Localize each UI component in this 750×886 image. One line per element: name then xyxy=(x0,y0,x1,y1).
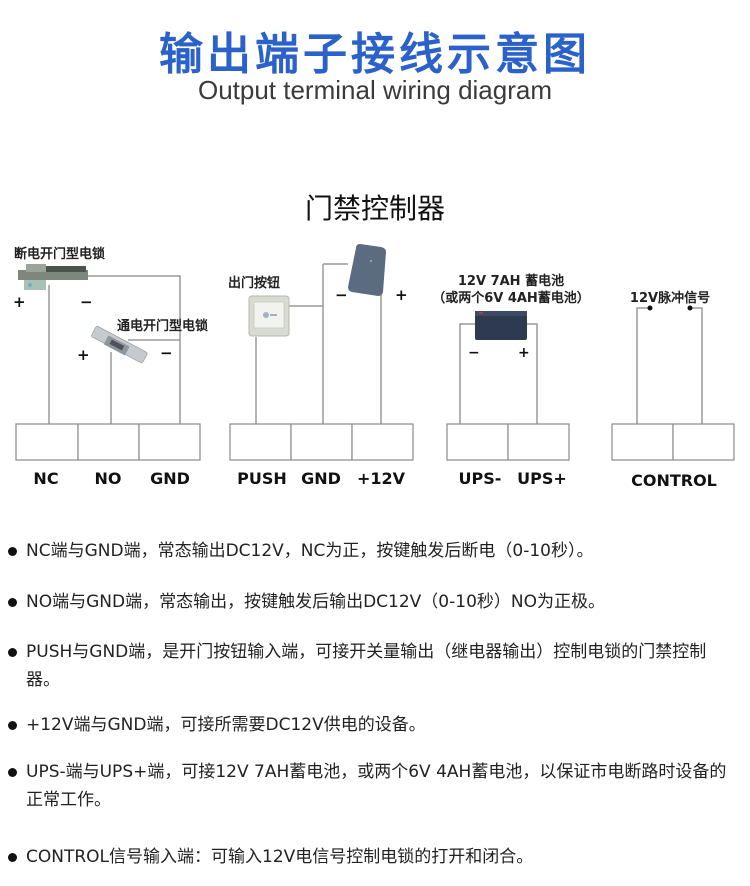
battery-icon xyxy=(475,311,527,340)
terminal-ups-plus: UPS+ xyxy=(517,469,567,488)
description-item: UPS-端与UPS+端，可接12V 7AH蓄电池，或两个6V 4AH蓄电池，以保… xyxy=(8,758,728,814)
bullet-icon xyxy=(8,853,17,862)
description-text: CONTROL信号输入端：可输入12V电信号控制电锁的打开和闭合。 xyxy=(26,847,534,867)
terminal-gnd-lock: GND xyxy=(150,469,190,488)
terminal-push: PUSH xyxy=(237,469,287,488)
description-text: +12V端与GND端，可接所需要DC12V供电的设备。 xyxy=(26,715,426,735)
wiring-diagram: 门禁控制器 断电开门型电锁 + − 通电开门型电锁 + − NC NO GND xyxy=(13,192,735,490)
lock-group-wires xyxy=(48,275,181,424)
card-reader-icon xyxy=(348,244,386,296)
wire-ups-plus xyxy=(527,323,538,424)
description-item: +12V端与GND端，可接所需要DC12V供电的设备。 xyxy=(8,711,748,739)
reader-minus-label: − xyxy=(335,286,348,304)
bullet-icon xyxy=(8,547,17,556)
exit-button-label: 出门按钮 xyxy=(228,275,280,291)
terminal-12v: +12V xyxy=(357,469,406,488)
ups-wires xyxy=(459,323,538,424)
wire-failsafe-minus xyxy=(88,275,181,424)
terminal-block-control xyxy=(611,423,735,461)
bullet-icon xyxy=(8,648,17,657)
wire-control-right xyxy=(690,307,703,424)
wire-control-left xyxy=(636,307,650,424)
control-wires xyxy=(636,307,703,424)
terminal-block-ups xyxy=(446,423,570,461)
terminal-nc: NC xyxy=(33,469,58,488)
reader-plus-label: + xyxy=(395,286,408,304)
terminal-no: NO xyxy=(95,469,122,488)
description-text: PUSH与GND端，是开门按钮输入端，可接开关量输出（继电器输出）控制电锁的门禁… xyxy=(26,642,707,690)
description-text: UPS-端与UPS+端，可接12V 7AH蓄电池，或两个6V 4AH蓄电池，以保… xyxy=(26,762,727,810)
description-item: NC端与GND端，常态输出DC12V，NC为正，按键触发后断电（0-10秒）。 xyxy=(8,537,748,565)
fail-safe-minus-label: − xyxy=(80,293,93,311)
bullet-icon xyxy=(8,598,17,607)
battery-plus-label: + xyxy=(518,345,530,361)
fail-safe-plus-label: + xyxy=(13,293,26,311)
pulse-signal-label: 12V脉冲信号 xyxy=(630,290,710,306)
fail-secure-lock-label: 通电开门型电锁 xyxy=(117,318,208,334)
controller-label: 门禁控制器 xyxy=(305,192,445,225)
bullet-icon xyxy=(8,721,17,730)
terminal-block-power xyxy=(229,423,414,461)
fail-safe-lock-label: 断电开门型电锁 xyxy=(14,246,105,262)
page-title: 输出端子接线示意图 xyxy=(159,29,591,80)
exit-button-icon xyxy=(248,295,290,337)
battery-label-line2: （或两个6V 4AH蓄电池） xyxy=(432,290,590,306)
fail-secure-lock-icon xyxy=(91,325,148,364)
pulse-dot-left xyxy=(647,305,653,311)
battery-minus-label: − xyxy=(468,345,480,361)
description-item: NO端与GND端，常态输出，按键触发后输出DC12V（0-10秒）NO为正极。 xyxy=(8,588,748,616)
wire-ups-minus xyxy=(459,323,475,424)
description-item: CONTROL信号输入端：可输入12V电信号控制电锁的打开和闭合。 xyxy=(8,843,748,871)
battery-label-line1: 12V 7AH 蓄电池 xyxy=(458,273,564,289)
fail-secure-plus-label: + xyxy=(77,346,90,364)
description-item: PUSH与GND端，是开门按钮输入端，可接开关量输出（继电器输出）控制电锁的门禁… xyxy=(8,638,728,694)
terminal-block-lock xyxy=(15,423,201,461)
power-group-wires xyxy=(255,263,382,424)
description-text: NC端与GND端，常态输出DC12V，NC为正，按键触发后断电（0-10秒）。 xyxy=(26,541,594,561)
fail-safe-lock-icon xyxy=(18,264,88,290)
terminal-gnd-power: GND xyxy=(301,469,341,488)
page-subtitle: Output terminal wiring diagram xyxy=(197,75,553,105)
description-text: NO端与GND端，常态输出，按键触发后输出DC12V（0-10秒）NO为正极。 xyxy=(26,592,605,612)
pulse-dot-right xyxy=(687,305,693,311)
fail-secure-minus-label: − xyxy=(160,344,173,362)
terminal-control: CONTROL xyxy=(631,471,717,490)
terminal-ups-minus: UPS- xyxy=(459,469,502,488)
bullet-icon xyxy=(8,768,17,777)
